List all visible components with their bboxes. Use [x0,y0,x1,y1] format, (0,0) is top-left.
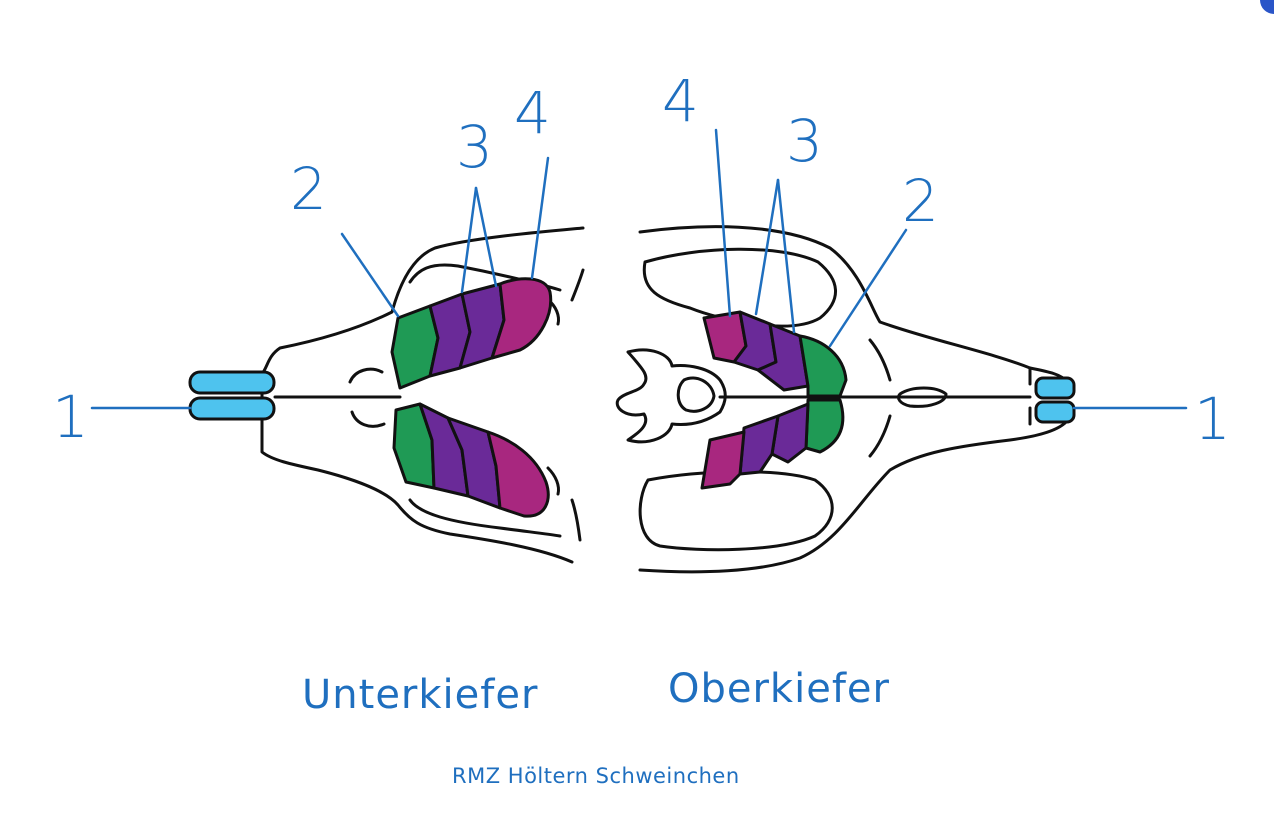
lower-incisor-top [188,370,276,395]
leader-lower-3b [474,186,498,288]
lower-jaw-notch-bottom [350,410,386,428]
label-lower-incisor: 1 [52,383,89,451]
upper-incisor-bottom [1034,400,1076,424]
label-lower-last-molar: 4 [514,79,551,147]
lower-incisor-bottom [188,396,276,421]
upper-jaw-cheek-bottom [868,414,892,458]
lower-jaw-title: Unterkiefer [302,672,539,718]
lower-last-molar-bottom [486,430,550,518]
lower-jaw-inner-lower [408,498,562,538]
lower-last-molar-top [490,277,553,360]
leader-lower-2 [340,232,400,318]
lower-jaw-notch-top [348,367,384,384]
upper-premolar-top [798,334,848,398]
lower-jaw-rear-bottom [570,498,582,542]
label-upper-molars: 3 [786,107,823,175]
lower-teeth-top [390,277,553,390]
label-lower-molars: 3 [456,113,493,181]
upper-jaw-foramen [896,386,948,408]
upper-molar-bottom-2 [770,402,810,464]
upper-incisors [1034,376,1076,424]
label-upper-last-molar: 4 [662,67,699,135]
credit-text: RMZ Höltern Schweinchen [452,764,740,788]
leader-lines [90,128,1188,410]
upper-jaw-palate-bottom [638,470,834,552]
lower-jaw-side-curve-bottom [546,466,560,496]
upper-incisor-top [1034,376,1076,400]
upper-jaw-title: Oberkiefer [668,666,890,712]
upper-last-molar-bottom [700,430,746,490]
upper-jaw-hole [676,376,716,413]
upper-jaw-cheek-top [868,338,892,382]
leader-upper-2 [828,228,908,348]
upper-jaw-drawing [615,225,1070,574]
leader-lower-3a [460,186,478,294]
upper-premolar-bottom [804,398,845,454]
leader-lower-4 [530,156,550,280]
upper-jaw-palate-top [642,247,837,328]
lower-jaw-rear-top [570,268,585,302]
upper-teeth-top [702,310,848,398]
upper-jaw-nasal-shape [615,348,727,444]
upper-jaw-outer-bottom [638,418,1070,574]
leader-upper-3b [776,178,796,334]
upper-molar-bottom-1 [738,414,780,476]
leader-upper-4 [714,128,732,318]
leader-upper-3a [754,178,780,316]
label-upper-premolar: 2 [902,167,939,235]
label-upper-incisor: 1 [1194,385,1231,453]
upper-teeth-bottom [700,398,845,490]
label-lower-premolar: 2 [290,155,327,223]
lower-teeth-bottom [392,402,550,518]
